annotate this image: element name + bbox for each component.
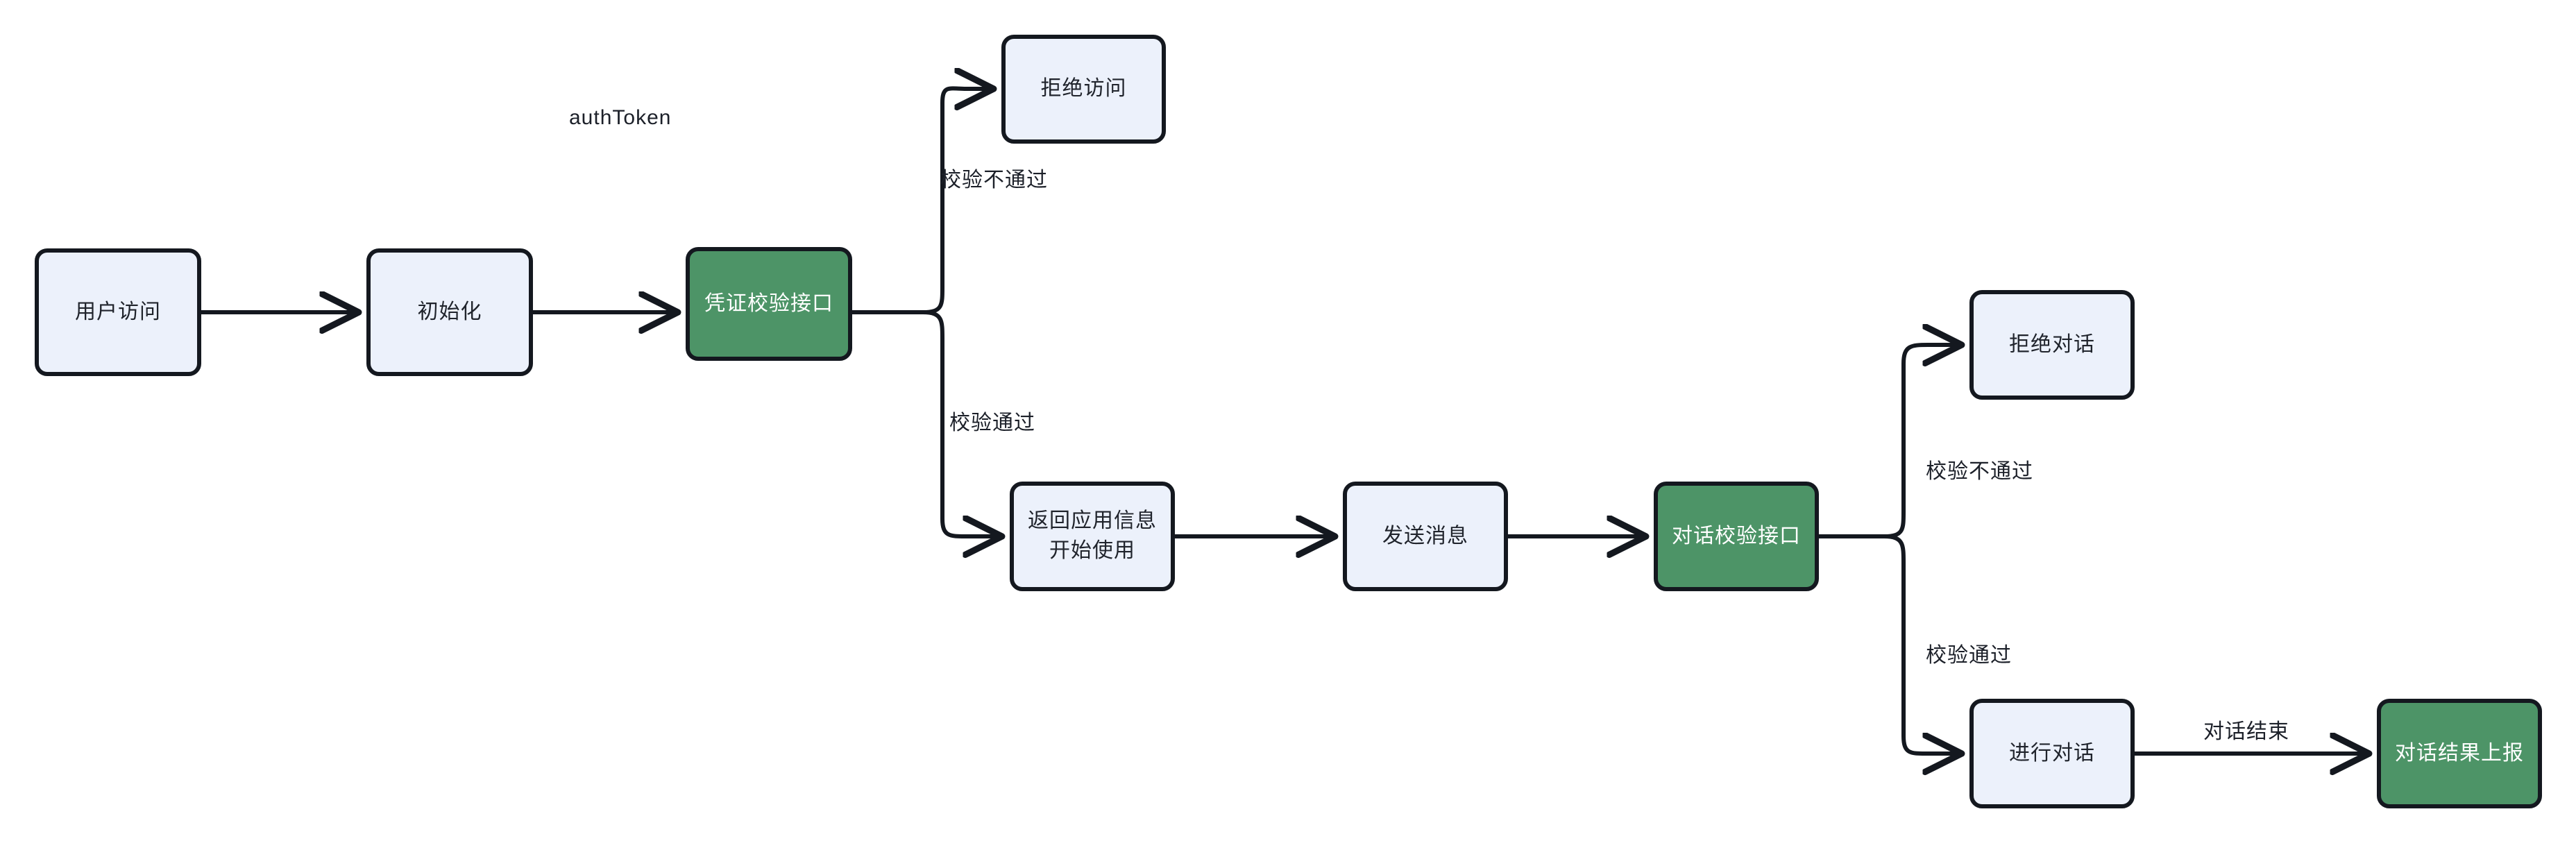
edge-label-dialog-end: 对话结束 bbox=[2203, 720, 2289, 743]
node-dialog-verify[interactable]: 对话校验接口 bbox=[1654, 482, 1819, 591]
node-init[interactable]: 初始化 bbox=[366, 248, 533, 376]
edge-label-verify-fail-credential: 校验不通过 bbox=[940, 169, 1048, 192]
node-reject-access[interactable]: 拒绝访问 bbox=[1001, 35, 1166, 144]
edge-dialog-verify-to-reject-dialog bbox=[1883, 345, 1958, 538]
edge-label-verify-pass-dialog: 校验通过 bbox=[1926, 644, 2012, 667]
node-user-access[interactable]: 用户访问 bbox=[35, 248, 201, 376]
node-reject-dialog[interactable]: 拒绝对话 bbox=[1969, 290, 2135, 400]
node-report-result[interactable]: 对话结果上报 bbox=[2377, 699, 2542, 808]
node-return-app-info[interactable]: 返回应用信息 开始使用 bbox=[1010, 482, 1175, 591]
node-send-message[interactable]: 发送消息 bbox=[1343, 482, 1508, 591]
edge-label-verify-fail-dialog: 校验不通过 bbox=[1926, 460, 2033, 483]
node-credential-verify[interactable]: 凭证校验接口 bbox=[686, 247, 852, 361]
edge-label-auth-token: authToken bbox=[569, 106, 672, 129]
edge-label-verify-pass-credential: 校验通过 bbox=[949, 411, 1035, 434]
node-do-dialog[interactable]: 进行对话 bbox=[1969, 699, 2135, 808]
edge-credential-verify-to-reject-access bbox=[922, 88, 990, 314]
